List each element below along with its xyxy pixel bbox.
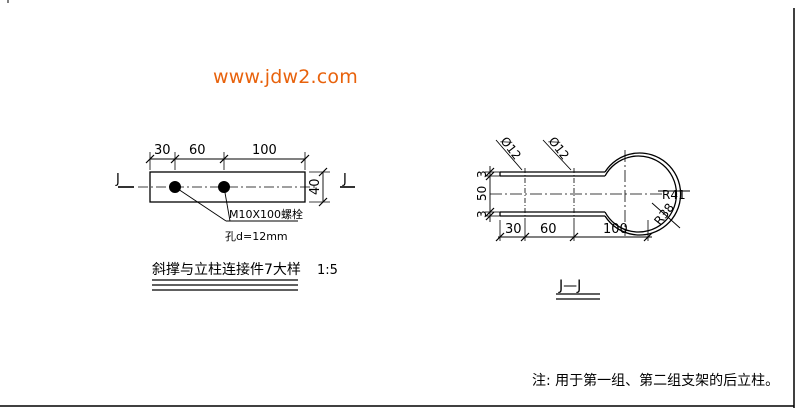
dim-60-right: 60 [540,222,557,237]
dim-3-bottom: 3 [475,210,489,218]
section-mark-right: J [342,172,347,187]
section-mark-left: J [115,172,120,187]
dim-40-left: 40 [308,178,323,195]
right-section-view [485,139,690,300]
detail-title: 斜撑与立柱连接件7大样 [152,261,301,278]
detail-scale: 1:5 [317,263,338,278]
dim-100-right: 100 [603,222,628,237]
left-plan-view [118,152,355,291]
dim-60-left: 60 [189,143,206,158]
dim-30-left: 30 [154,143,171,158]
radius-r41: R41 [662,188,686,202]
dim-30-right: 30 [505,222,522,237]
dim-50: 50 [475,186,489,201]
ring-outer-arc [604,152,682,236]
section-title: J—J [558,278,581,294]
radius-r38: R38 [651,201,677,228]
hole-note: 孔d=12mm [225,230,288,243]
footer-note: 注: 用于第一组、第二组支架的后立柱。 [532,372,779,389]
dim-3-top: 3 [475,170,489,178]
bolt-note: M10X100螺栓 [229,207,303,221]
phi12-label-b: Ø12 [546,134,572,162]
dim-100-left: 100 [252,143,277,158]
watermark-text: www.jdw2.com [213,66,358,88]
phi12-label-a: Ø12 [498,134,524,162]
ring-inner-arc [604,155,678,233]
